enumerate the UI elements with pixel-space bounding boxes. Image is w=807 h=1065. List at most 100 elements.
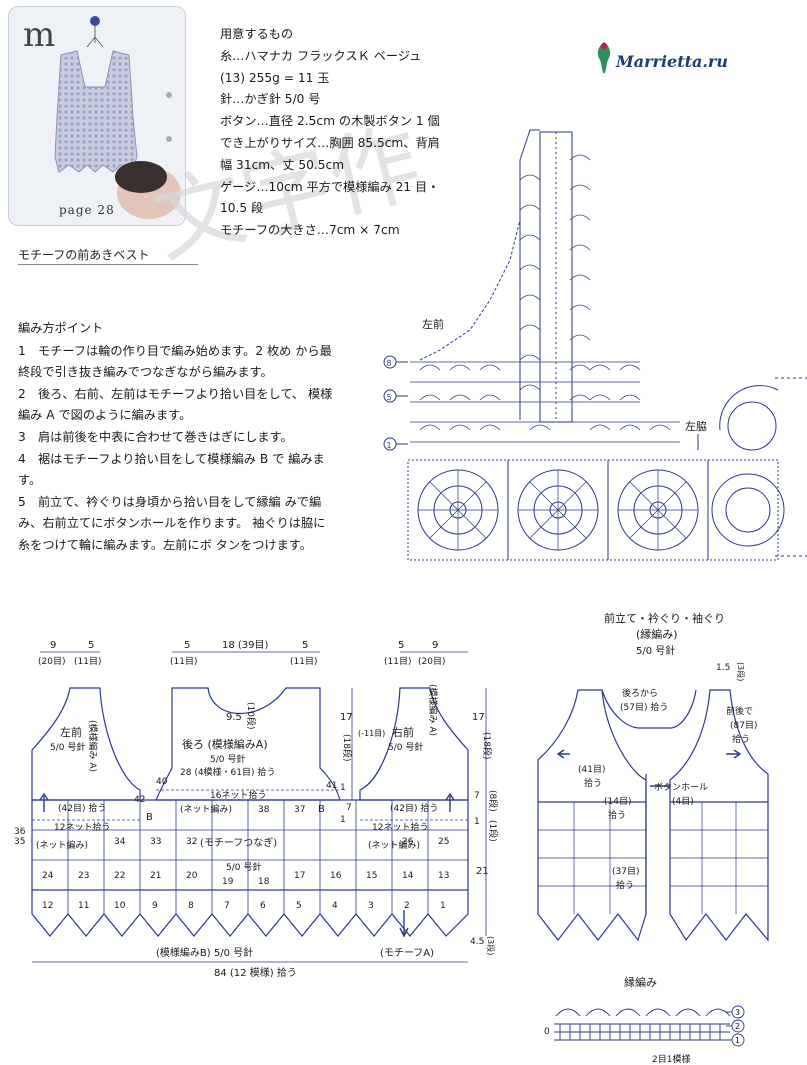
dim-label: 5 xyxy=(184,640,190,651)
dim-label: (11目) xyxy=(74,656,101,667)
edging-grid xyxy=(538,802,768,914)
instruction-item: 5 前立て、衿ぐりは身頃から拾い目をして縁編 みで編み、右前立てにボタンホールを… xyxy=(18,494,326,552)
instructions-title: 編み方ポイント xyxy=(18,321,104,335)
back-motif: (モチーフつなぎ) xyxy=(200,836,277,849)
motif-number: 4 xyxy=(332,901,338,911)
back-neck: 9.5 xyxy=(226,712,242,723)
motif-number: 17 xyxy=(294,871,305,881)
edging-label: 拾う xyxy=(584,777,602,789)
b-label: B xyxy=(318,804,325,815)
left-dim: (-11目) xyxy=(358,729,385,738)
dim-label: (20目) xyxy=(38,656,65,667)
row-marker-label: 5 xyxy=(387,393,392,402)
chart-spokes xyxy=(418,470,698,550)
edging-stitch-chart: 縁編み 3 2 1 0 2目1模様 xyxy=(544,975,745,1065)
site-logo xyxy=(592,40,616,80)
materials-line: ボタン…直径 2.5cm の木製ボタン 1 個 xyxy=(220,114,440,129)
back-netlabel: (ネット編み) xyxy=(180,803,232,815)
left-dim: 1 xyxy=(340,783,346,793)
edging-diagram: 前立て・衿ぐり・袖ぐり (縁編み) 5/0 号針 1.5 (3段) 後ろから (… xyxy=(537,611,769,942)
right-dim: (3段) xyxy=(486,936,496,955)
right-dim: 17 xyxy=(472,712,485,723)
instruction-item: 1 モチーフは輪の作り目で編み始めます。2 枚め から最終段で引き抜き編みでつな… xyxy=(18,343,332,380)
motif-number: 16 xyxy=(330,871,342,881)
edging-label: 拾う xyxy=(608,809,626,821)
dim-label: (11目) xyxy=(170,656,197,667)
motif-number: 20 xyxy=(186,871,198,881)
pattern-letter: m xyxy=(23,15,56,55)
instruction-item: 2 後ろ、右前、左前はモチーフより拾い目をして、 模様編み A で図のように編み… xyxy=(18,386,333,423)
materials-list: 用意するもの 糸…ハマナカ フラックスＫ ベージュ (13) 255g = 11… xyxy=(220,24,440,242)
motif-number: 41 xyxy=(326,781,337,791)
motif-number: 14 xyxy=(402,871,414,881)
instruction-item: 4 裾はモチーフより拾い目をして模様編み B で 編みます。 xyxy=(18,451,325,488)
motif-number: 35 xyxy=(14,837,25,847)
edging-label: 拾う xyxy=(616,879,634,891)
dim-label: 9 xyxy=(50,640,56,651)
motif-number: 7 xyxy=(224,901,230,911)
motif-number-row-1: 35 34 33 32 38 37 26 25 xyxy=(14,805,449,847)
motif-number: 32 xyxy=(186,837,197,847)
dim-label: (20目) xyxy=(418,656,445,667)
edging-chart-title: 縁編み xyxy=(624,975,657,989)
row-marker-5 xyxy=(383,389,408,403)
page-number: page 28 xyxy=(59,203,115,217)
right-dim: (18段) xyxy=(481,732,493,759)
right-front-net: 12ネット拾う xyxy=(372,821,428,833)
left-dim: 1 xyxy=(340,815,346,825)
dim-label: 18 (39目) xyxy=(222,640,269,651)
motif-number: 19 xyxy=(222,877,234,887)
edging-label: (37目) xyxy=(612,866,639,877)
back-net: 16ネット拾う xyxy=(210,789,266,801)
motif-number: 5 xyxy=(296,901,302,911)
stitch-chart: 8 5 1 左前 左脇 xyxy=(383,129,807,561)
motif-number: 36 xyxy=(14,827,26,837)
left-front-pick: (42目) 拾う xyxy=(58,802,106,814)
motif-number: 33 xyxy=(150,837,161,847)
left-dim: 17 xyxy=(340,712,353,723)
materials-line: ゲージ…10cm 平方で模様編み 21 目・ xyxy=(220,179,440,194)
right-dim: 1 xyxy=(474,817,480,827)
dim-label: 5 xyxy=(88,640,94,651)
edging-label: (87目) xyxy=(730,720,757,731)
motif-number: 38 xyxy=(258,805,270,815)
motif-number: 1 xyxy=(440,901,446,911)
edging-label: 前後で xyxy=(726,705,753,717)
left-dim: 7 xyxy=(346,803,352,813)
right-front-netlabel: (ネット編み) xyxy=(368,839,420,851)
chart-diagonal-edge xyxy=(419,129,540,420)
motif-number: 23 xyxy=(78,871,89,881)
motif-number: 15 xyxy=(366,871,377,881)
motif-number: 37 xyxy=(294,805,305,815)
motif-number: 9 xyxy=(152,901,158,911)
dim-label: 5 xyxy=(302,640,308,651)
motif-number: 22 xyxy=(114,871,125,881)
instructions: 編み方ポイント 1 モチーフは輪の作り目で編み始めます。2 枚め から最終段で引… xyxy=(18,318,334,557)
motif-number-row-3: 12 11 10 9 8 7 6 5 4 3 2 1 xyxy=(42,901,446,911)
dim-label: (11目) xyxy=(384,656,411,667)
instruction-item: 3 肩は前後を中表に合わせて巻きはぎにします。 xyxy=(18,429,293,444)
edging-row-label: 3 xyxy=(735,1008,740,1017)
row-marker-8 xyxy=(383,355,408,369)
chart-stitch-rows xyxy=(410,154,680,443)
materials-line: 用意するもの xyxy=(220,27,294,41)
logo-figure-icon xyxy=(597,42,611,74)
motif-number: 24 xyxy=(42,871,54,881)
motif-a-label: (モチーフA) xyxy=(380,947,434,959)
schematic-grid xyxy=(32,789,468,914)
motif-number: 13 xyxy=(438,871,449,881)
caption-underline xyxy=(18,264,198,265)
motif-number: 6 xyxy=(260,901,266,911)
motif-number: 25 xyxy=(438,837,449,847)
left-front-title: 左前 xyxy=(60,725,82,739)
row-marker-label: 8 xyxy=(387,359,392,368)
edging-label: 拾う xyxy=(732,733,750,745)
right-dim: 4.5 xyxy=(470,937,484,947)
materials-line: 幅 31cm、丈 50.5cm xyxy=(220,157,345,172)
left-front-pattern: (模様編み A) xyxy=(87,720,99,772)
edging-outline xyxy=(537,689,769,942)
motif-number: 10 xyxy=(114,901,126,911)
edging-label: 後ろから xyxy=(622,687,658,699)
motif-number: 21 xyxy=(150,871,161,881)
edging-needle: 5/0 号針 xyxy=(636,644,675,657)
